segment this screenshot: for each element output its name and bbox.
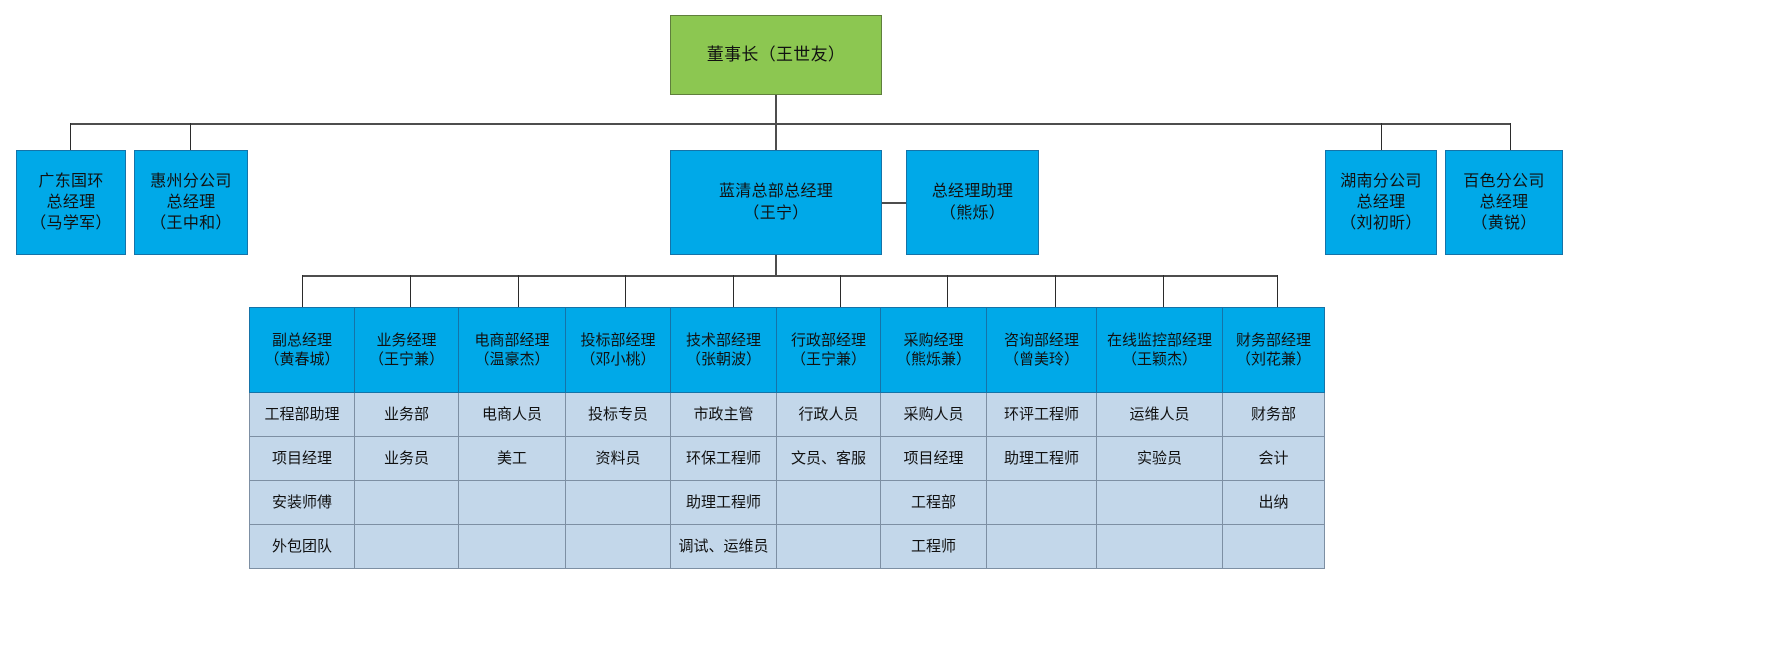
staff-cell[interactable]: 实验员	[1096, 436, 1223, 481]
staff-cell[interactable]: 助理工程师	[670, 480, 777, 525]
connector-drop-dept-5	[733, 275, 734, 307]
department-header-2[interactable]: 业务经理 （王宁兼）	[354, 307, 459, 393]
department-header-3[interactable]: 电商部经理 （温豪杰）	[458, 307, 566, 393]
connector-dept-stem	[775, 255, 777, 277]
staff-cell[interactable]: 出纳	[1222, 480, 1325, 525]
node-branch-guangdong[interactable]: 广东国环 总经理 （马学军）	[16, 150, 126, 255]
department-header-1[interactable]: 副总经理 （黄春城）	[249, 307, 355, 393]
connector-drop-huizhou	[190, 123, 191, 150]
staff-cell-empty	[354, 524, 459, 569]
connector-assistant-link	[882, 202, 906, 204]
staff-row: 外包团队 调试、运维员 工程师	[249, 524, 1325, 569]
staff-cell[interactable]: 投标专员	[565, 392, 671, 437]
staff-row: 项目经理业务员美工资料员环保工程师文员、客服项目经理助理工程师实验员会计	[249, 436, 1325, 481]
staff-cell[interactable]: 运维人员	[1096, 392, 1223, 437]
staff-cell[interactable]: 项目经理	[249, 436, 355, 481]
staff-cell-empty	[458, 524, 566, 569]
staff-cell[interactable]: 工程部助理	[249, 392, 355, 437]
staff-cell-empty	[1096, 524, 1223, 569]
department-header-8[interactable]: 咨询部经理 （曾美玲）	[986, 307, 1097, 393]
staff-cell[interactable]: 业务员	[354, 436, 459, 481]
staff-cell[interactable]: 工程师	[880, 524, 987, 569]
staff-cell-empty	[1222, 524, 1325, 569]
staff-cell[interactable]: 会计	[1222, 436, 1325, 481]
connector-drop-lanqing	[775, 123, 777, 150]
department-header-7[interactable]: 采购经理 （熊烁兼）	[880, 307, 987, 393]
connector-drop-dept-2	[410, 275, 411, 307]
department-header-6[interactable]: 行政部经理 （王宁兼）	[776, 307, 881, 393]
staff-cell[interactable]: 财务部	[1222, 392, 1325, 437]
connector-drop-guangdong	[70, 123, 71, 150]
department-header-row: 副总经理 （黄春城）业务经理 （王宁兼）电商部经理 （温豪杰）投标部经理 （邓小…	[249, 307, 1325, 393]
node-branch-baise[interactable]: 百色分公司 总经理 （黄锐）	[1445, 150, 1563, 255]
staff-cell-empty	[458, 480, 566, 525]
node-gm-assistant[interactable]: 总经理助理 （熊烁）	[906, 150, 1039, 255]
staff-cell[interactable]: 环保工程师	[670, 436, 777, 481]
connector-drop-dept-7	[947, 275, 948, 307]
staff-cell[interactable]: 电商人员	[458, 392, 566, 437]
connector-dept-bus	[302, 275, 1277, 277]
connector-drop-dept-8	[1055, 275, 1056, 307]
staff-cell[interactable]: 市政主管	[670, 392, 777, 437]
node-lanqing-gm[interactable]: 蓝清总部总经理 （王宁）	[670, 150, 882, 255]
staff-cell[interactable]: 采购人员	[880, 392, 987, 437]
staff-cell[interactable]: 业务部	[354, 392, 459, 437]
staff-cell[interactable]: 工程部	[880, 480, 987, 525]
department-header-9[interactable]: 在线监控部经理 （王颖杰）	[1096, 307, 1223, 393]
staff-cell[interactable]: 项目经理	[880, 436, 987, 481]
staff-cell[interactable]: 安装师傅	[249, 480, 355, 525]
node-branch-huizhou[interactable]: 惠州分公司 总经理 （王中和）	[134, 150, 248, 255]
connector-level2-bus	[70, 123, 1511, 125]
staff-cell[interactable]: 美工	[458, 436, 566, 481]
staff-cell[interactable]: 助理工程师	[986, 436, 1097, 481]
staff-cell-empty	[986, 524, 1097, 569]
staff-cell-empty	[354, 480, 459, 525]
connector-drop-dept-1	[302, 275, 303, 307]
staff-cell[interactable]: 调试、运维员	[670, 524, 777, 569]
department-matrix: 副总经理 （黄春城）业务经理 （王宁兼）电商部经理 （温豪杰）投标部经理 （邓小…	[249, 307, 1325, 569]
department-header-10[interactable]: 财务部经理 （刘花兼）	[1222, 307, 1325, 393]
department-header-5[interactable]: 技术部经理 （张朝波）	[670, 307, 777, 393]
staff-cell[interactable]: 文员、客服	[776, 436, 881, 481]
staff-cell[interactable]: 行政人员	[776, 392, 881, 437]
connector-drop-dept-9	[1163, 275, 1164, 307]
staff-cell-empty	[776, 480, 881, 525]
staff-cell-empty	[776, 524, 881, 569]
staff-cell-empty	[1096, 480, 1223, 525]
node-branch-hunan[interactable]: 湖南分公司 总经理 （刘初昕）	[1325, 150, 1437, 255]
department-header-4[interactable]: 投标部经理 （邓小桃）	[565, 307, 671, 393]
connector-drop-dept-3	[518, 275, 519, 307]
staff-cell[interactable]: 环评工程师	[986, 392, 1097, 437]
connector-drop-baise	[1510, 123, 1511, 150]
staff-cell[interactable]: 资料员	[565, 436, 671, 481]
staff-row: 安装师傅 助理工程师 工程部 出纳	[249, 480, 1325, 525]
staff-cell-empty	[986, 480, 1097, 525]
staff-cell-empty	[565, 524, 671, 569]
staff-cell[interactable]: 外包团队	[249, 524, 355, 569]
staff-cell-empty	[565, 480, 671, 525]
connector-root-stem	[775, 95, 777, 124]
connector-drop-dept-10	[1277, 275, 1278, 307]
connector-drop-dept-4	[625, 275, 626, 307]
connector-drop-hunan	[1381, 123, 1382, 150]
node-chairman[interactable]: 董事长（王世友）	[670, 15, 882, 95]
staff-row: 工程部助理业务部电商人员投标专员市政主管行政人员采购人员环评工程师运维人员财务部	[249, 392, 1325, 437]
connector-drop-dept-6	[840, 275, 841, 307]
